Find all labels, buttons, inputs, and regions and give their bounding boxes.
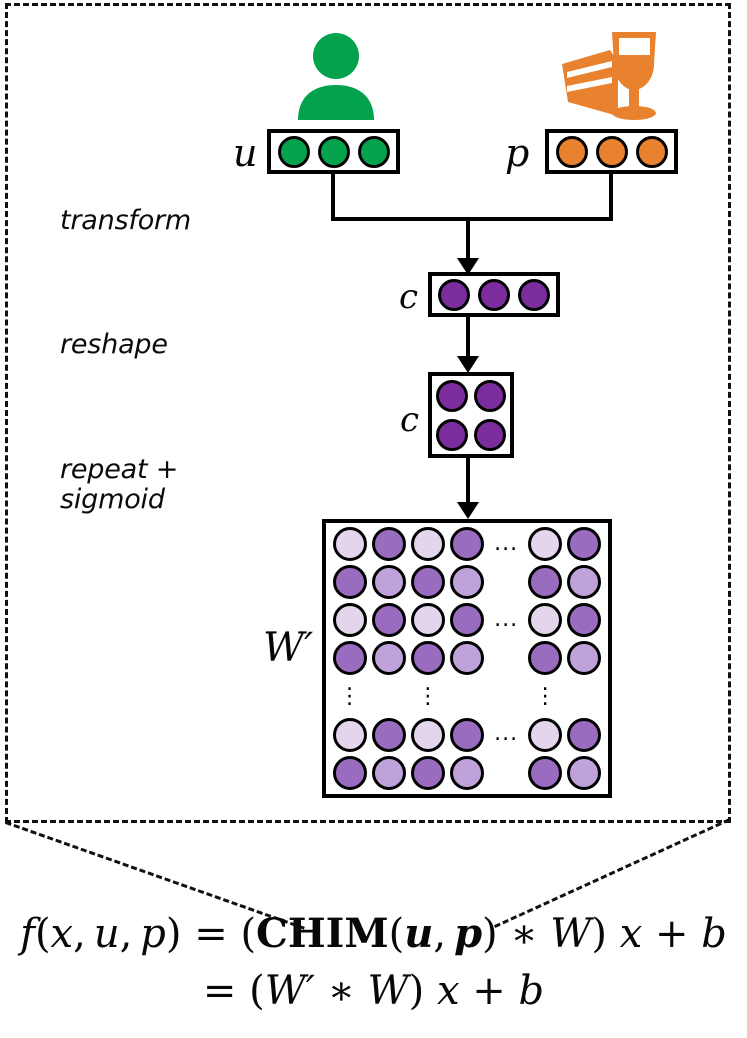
row-ellipsis: ⋮: [338, 683, 361, 709]
vector-c-box: [428, 272, 560, 317]
matrix-cell: [528, 527, 563, 562]
matrix-cell: [371, 641, 406, 676]
matrix-cell: [449, 641, 484, 676]
matrix-cell: [528, 641, 563, 676]
arrow-to-c-matrix: [457, 356, 479, 373]
matrix-cell: [371, 755, 406, 790]
matrix-cell: [567, 641, 602, 676]
matrix-gap: [506, 658, 507, 659]
matrix-cell: [528, 565, 563, 600]
arrow-to-c-vector: [457, 258, 479, 275]
matrix-cell: [410, 641, 445, 676]
vector-p-dot: [555, 135, 588, 168]
matrix-cell: [449, 717, 484, 752]
connector-cmatrix-to-w: [466, 458, 470, 504]
connector-merge-to-c: [466, 217, 470, 261]
matrix-cell: [371, 527, 406, 562]
column-ellipsis: ...: [494, 606, 519, 632]
arrow-to-w-matrix: [457, 502, 479, 519]
matrix-c-dot: [436, 418, 468, 451]
connector-u-down: [331, 174, 335, 220]
vector-c-dot: [478, 278, 510, 311]
formula-line-1: f(x, u, p) = (CHIM(u, p) ∗ W) x + b: [20, 910, 727, 957]
formula-line-2: = (W′ ∗ W) x + b: [202, 968, 545, 1014]
user-icon: [295, 30, 377, 120]
matrix-gap: [584, 696, 585, 697]
label-p: p: [505, 131, 530, 175]
matrix-c-dot: [436, 379, 468, 412]
matrix-cell: [567, 565, 602, 600]
vector-u-box: [267, 129, 400, 174]
matrix-cell: [567, 755, 602, 790]
matrix-gap: [466, 696, 467, 697]
matrix-c-box: [428, 372, 514, 458]
step-label-repeat-sigmoid: repeat + sigmoid: [60, 454, 179, 516]
connector-c-to-cmatrix: [466, 317, 470, 360]
matrix-cell: [567, 527, 602, 562]
matrix-w-prime-box: ... ...: [322, 519, 612, 798]
matrix-cell: [567, 603, 602, 638]
matrix-gap: [506, 582, 507, 583]
matrix-cell: [371, 565, 406, 600]
label-w-prime: W′: [263, 625, 314, 671]
row-ellipsis: ⋮: [416, 683, 439, 709]
connector-merge-bar: [331, 217, 613, 221]
matrix-cell: [449, 565, 484, 600]
matrix-cell: [449, 527, 484, 562]
vector-p-dot: [595, 135, 628, 168]
matrix-gap: [388, 696, 389, 697]
vector-p-box: [545, 129, 678, 174]
matrix-c-dot: [474, 379, 506, 412]
vector-p-dot: [635, 135, 668, 168]
matrix-cell: [410, 717, 445, 752]
step-label-transform: transform: [60, 205, 192, 236]
matrix-c-dot: [474, 418, 506, 451]
matrix-cell: [332, 717, 367, 752]
label-u: u: [233, 131, 258, 175]
step-label-reshape: reshape: [60, 329, 168, 360]
dashed-frame: [5, 3, 731, 823]
matrix-cell: [449, 603, 484, 638]
matrix-cell: [410, 755, 445, 790]
matrix-cell: [332, 641, 367, 676]
matrix-cell: [332, 565, 367, 600]
matrix-cell: [449, 755, 484, 790]
matrix-cell: [332, 603, 367, 638]
column-ellipsis: ...: [494, 530, 519, 556]
matrix-cell: [410, 565, 445, 600]
vector-u-dot: [317, 135, 350, 168]
column-ellipsis: ...: [494, 721, 519, 747]
connector-p-down: [609, 174, 613, 220]
vector-u-dot: [277, 135, 310, 168]
matrix-cell: [528, 717, 563, 752]
row-ellipsis: ⋮: [534, 683, 557, 709]
vector-c-dot: [518, 278, 550, 311]
matrix-cell: [332, 527, 367, 562]
matrix-cell: [528, 755, 563, 790]
matrix-cell: [410, 527, 445, 562]
matrix-gap: [506, 696, 507, 697]
food-drink-icon: [558, 28, 666, 122]
matrix-cell: [528, 603, 563, 638]
vector-u-dot: [357, 135, 390, 168]
matrix-w-prime-grid: ... ...: [326, 523, 608, 794]
matrix-cell: [410, 603, 445, 638]
matrix-cell: [332, 755, 367, 790]
label-c-matrix: c: [400, 400, 420, 440]
vector-c-dot: [438, 278, 470, 311]
matrix-cell: [371, 603, 406, 638]
label-c-vector: c: [399, 277, 419, 317]
matrix-cell: [567, 717, 602, 752]
matrix-gap: [506, 772, 507, 773]
matrix-cell: [371, 717, 406, 752]
